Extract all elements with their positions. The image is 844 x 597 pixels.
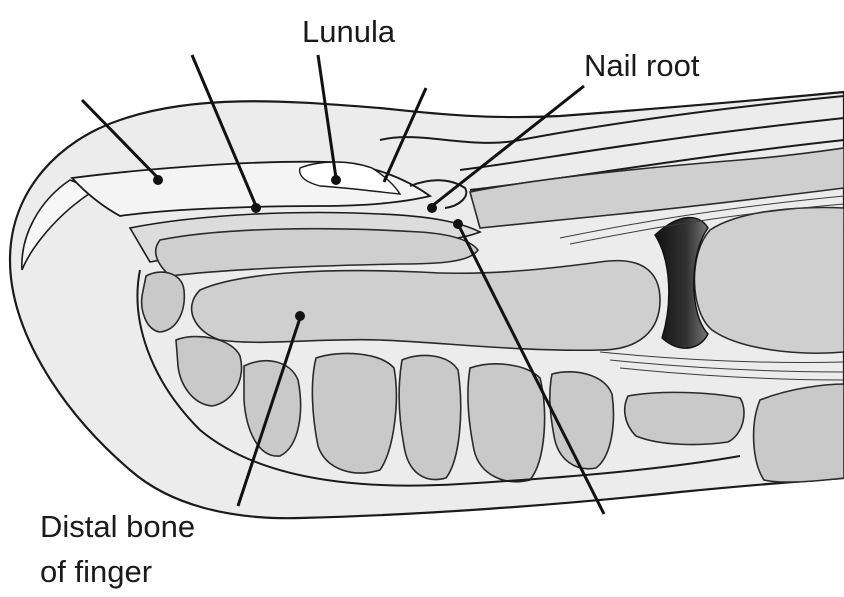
leader-dot-distal-bone bbox=[295, 311, 305, 321]
leader-dot-lunula bbox=[331, 175, 341, 185]
leader-dot-nail-plate bbox=[251, 203, 261, 213]
leader-dot-nail-root bbox=[427, 203, 437, 213]
label-distal-bone-line2: of finger bbox=[40, 554, 152, 589]
label-distal-bone-line1: Distal bone bbox=[40, 509, 195, 544]
label-lunula: Lunula bbox=[302, 14, 396, 49]
label-nail-root: Nail root bbox=[584, 48, 700, 83]
leader-dot-nail-matrix bbox=[453, 219, 463, 229]
middle-phalanx-head bbox=[694, 208, 844, 354]
leader-dot-nail-free-edge bbox=[153, 175, 163, 185]
